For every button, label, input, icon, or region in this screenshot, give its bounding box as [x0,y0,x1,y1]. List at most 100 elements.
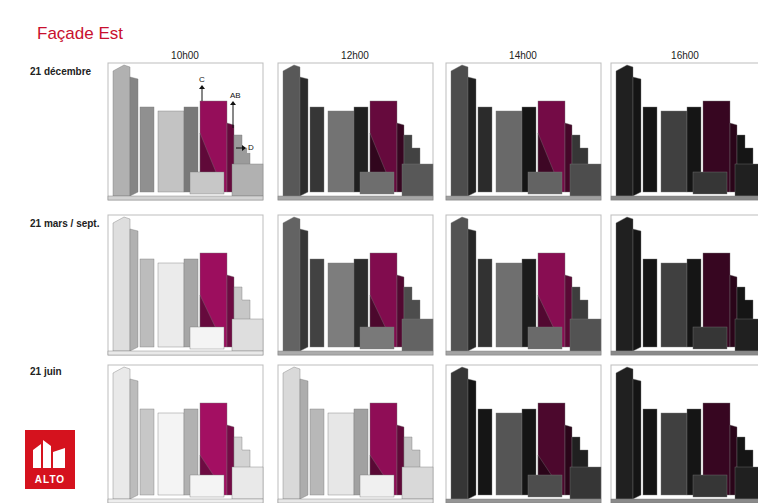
tower-building [661,111,687,192]
panel-frame [278,63,433,200]
tower-building [328,111,354,192]
low-building [190,475,224,497]
shadow-panel [611,365,758,503]
low-building [232,164,263,196]
panel-frame [446,365,601,503]
low-building [360,172,394,194]
tower-building [140,107,154,192]
ground [611,351,758,355]
low-building [402,467,433,499]
low-building [570,467,601,499]
ground [611,196,758,200]
low-building [402,164,433,196]
low-building [570,164,601,196]
shadow-panel [611,215,758,355]
low-building [693,327,727,349]
shadow-panel [446,365,601,503]
low-building [735,164,758,196]
tower-building [661,263,687,347]
tower-building [478,107,492,192]
low-building [693,172,727,194]
panel-frame [278,215,433,355]
facade-marker: C [198,75,206,85]
panel-frame [278,365,433,503]
low-building [402,319,433,351]
tower-building [140,409,154,495]
tower-building [158,413,184,495]
facade-marker: AB [229,91,242,101]
low-building [360,475,394,497]
panel-frame [108,365,263,503]
shadow-panel [278,215,433,355]
ground [611,499,758,503]
panel-frame [611,365,758,503]
tower-building [328,263,354,347]
low-building [735,319,758,351]
facade-marker: D [247,143,255,153]
shadow-panel [446,63,601,200]
tower-building [158,111,184,192]
tower-building [310,107,324,192]
row-header: 21 juin [30,366,62,377]
tower-building [300,229,308,351]
logo-icon [25,434,75,474]
panel-frame [446,215,601,355]
shadow-panel [611,63,758,200]
logo-text: ALTO [25,474,75,485]
ground [278,351,433,355]
shadow-panel [446,215,601,355]
tower-building [616,65,633,196]
tower-building [633,379,641,499]
ground [446,499,601,503]
tower-building [643,107,657,192]
tower-building [310,259,324,347]
tower-building [468,229,476,351]
panel-frame [611,63,758,200]
shadow-panel [108,215,263,355]
logo-mark [33,440,65,468]
low-building [190,327,224,349]
tower-building [130,77,138,196]
logo-box: ALTO [25,430,75,489]
low-building [232,319,263,351]
panel-frame [446,63,601,200]
tower-building [643,259,657,347]
direction-arrow [236,148,243,149]
low-building [528,327,562,349]
panel-frame [611,215,758,355]
ground [278,499,433,503]
low-building [693,475,727,497]
ground [278,196,433,200]
tower-building [451,65,468,196]
row-header: 21 mars / sept. [30,218,99,229]
tower-building [328,413,354,495]
tower-building [496,263,522,347]
tower-building [633,229,641,351]
shadow-panel [108,365,263,503]
shadow-panel [278,365,433,503]
tower-building [300,77,308,196]
row-header: 21 décembre [30,66,91,77]
tower-building [616,217,633,351]
ground [108,499,263,503]
tower-building [633,77,641,196]
tower-building [283,217,300,351]
low-building [360,327,394,349]
tower-building [300,379,308,499]
arrow-head [230,101,236,105]
page-title: Façade Est [37,24,123,44]
shadow-panel [278,63,433,200]
low-building [528,172,562,194]
tower-building [283,65,300,196]
tower-building [616,367,633,499]
tower-building [468,77,476,196]
column-header: 10h00 [171,50,199,61]
tower-building [451,217,468,351]
column-header: 16h00 [671,50,699,61]
tower-building [140,259,154,347]
tower-building [130,229,138,351]
column-header: 14h00 [509,50,537,61]
tower-building [130,379,138,499]
low-building [570,319,601,351]
